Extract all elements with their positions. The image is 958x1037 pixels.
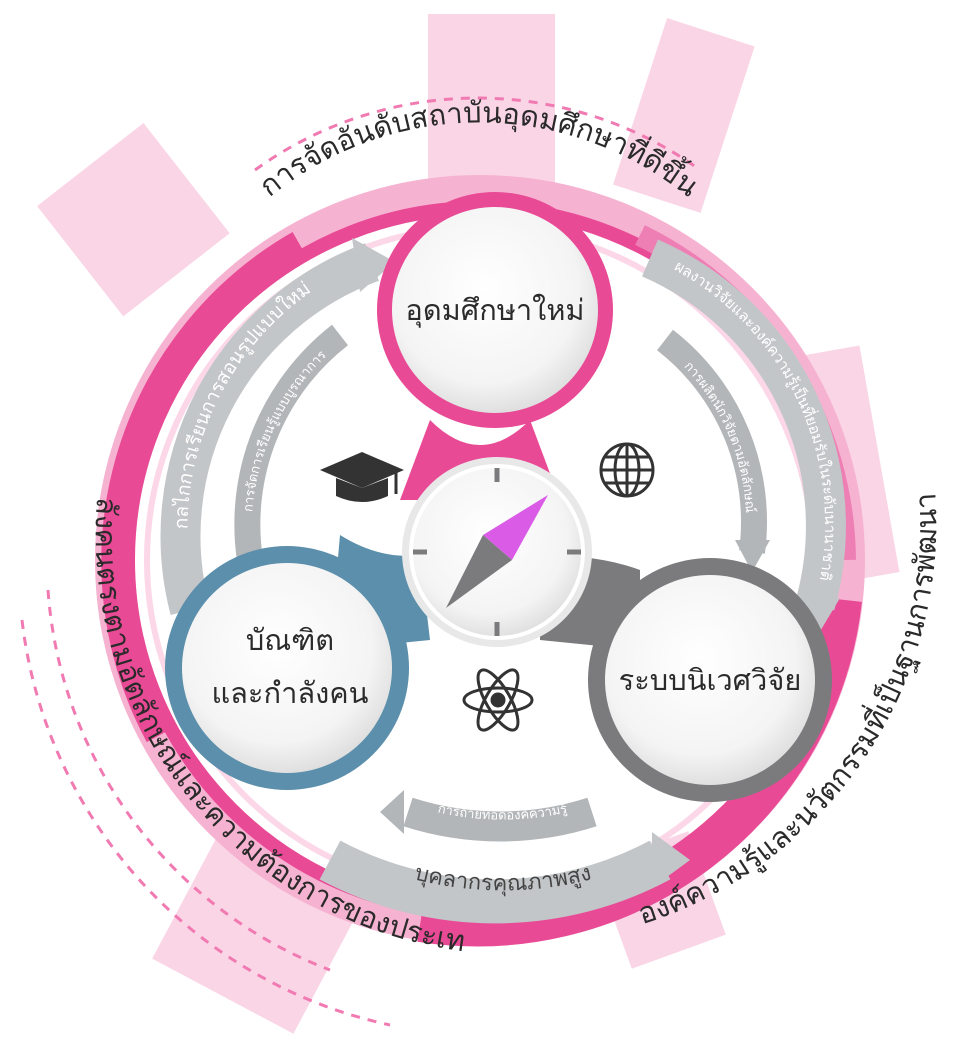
node-left-label-line1: บัณฑิต	[246, 623, 334, 657]
node-left-label-line2: และกำลังคน	[211, 676, 368, 710]
node-right-label: ระบบนิเวศวิจัย	[619, 663, 802, 697]
arrow-head-bottom-outer	[652, 832, 690, 888]
dashed-arcs	[20, 96, 701, 1027]
arrow-head-left	[352, 238, 395, 292]
cycle-label-bottom-inner: การถ่ายทอดองค์ความรู้	[436, 802, 568, 824]
arrow-head-bottom-inner	[380, 790, 404, 834]
compass-icon	[413, 468, 581, 636]
graduation-cap-icon	[320, 452, 404, 502]
globe-icon	[599, 442, 655, 498]
node-left: บัณฑิต และกำลังคน	[165, 546, 409, 790]
node-top-label: อุดมศึกษาใหม่	[405, 293, 584, 328]
node-top: อุดมศึกษาใหม่	[377, 192, 613, 428]
atom-icon	[462, 668, 534, 732]
arrow-head-right-inner	[735, 540, 770, 572]
compass-hub	[402, 457, 592, 647]
node-right: ระบบนิเวศวิจัย	[588, 558, 832, 802]
